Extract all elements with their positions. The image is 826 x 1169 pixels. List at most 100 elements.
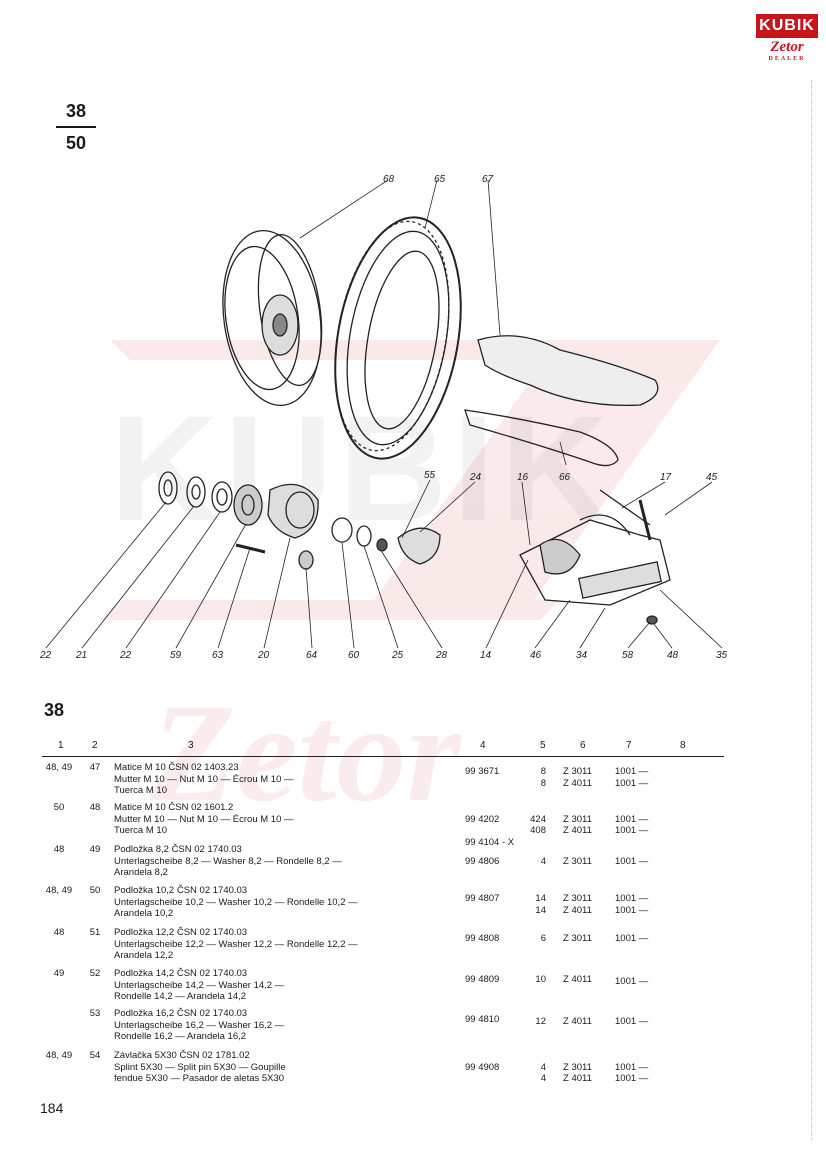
- scan-edge: [804, 80, 812, 1140]
- model-line: Z 4011: [563, 1016, 592, 1027]
- desc-line: Unterlagscheibe 16,2 — Washer 16,2 —: [114, 1019, 285, 1031]
- callout-numbers: 68 65 67 66 55 24 16 17 45 22 21 22 59 6…: [39, 174, 728, 661]
- position-number: 54: [89, 1050, 101, 1061]
- desc-line: Matice M 10 ČSN 02 1403.23: [114, 762, 239, 773]
- qty-line: 10: [535, 974, 546, 985]
- callout: 22: [39, 650, 52, 661]
- position-number: 47: [89, 762, 101, 773]
- logo-kubik: KUBIK: [756, 14, 818, 38]
- desc-line: Arandela 10,2: [114, 908, 174, 919]
- model-line: Z 3011: [563, 855, 592, 867]
- callout: 48: [667, 650, 679, 661]
- code-line: 1001 —: [615, 1073, 649, 1084]
- model: Z 4011: [563, 1016, 607, 1028]
- desc-line: fendue 5X30 — Pasador de aletas 5X30: [114, 1073, 285, 1084]
- part-description: Podložka 12,2 ČSN 02 1740.03 Unterlagsch…: [114, 927, 460, 962]
- model: Z 4011: [563, 974, 607, 986]
- desc-line: Podložka 14,2 ČSN 02 1740.03: [114, 968, 248, 979]
- quantity: 12: [522, 1016, 546, 1028]
- desc-line: Mutter M 10 — Nut M 10 — Écrou M 10 —: [114, 773, 294, 785]
- desc-line: Unterlagscheibe 14,2 — Washer 14,2 —: [114, 979, 285, 991]
- code: 1001 —: [615, 933, 665, 945]
- callout: 14: [480, 650, 492, 661]
- part-description: Podložka 16,2 ČSN 02 1740.03 Unterlagsch…: [114, 1008, 460, 1043]
- part-number: 99 4808: [465, 933, 537, 945]
- code-line: 1001 —: [615, 855, 649, 867]
- model-line: Z 3011: [563, 893, 592, 904]
- desc-line: Matice M 10 ČSN 02 1601.2: [114, 802, 234, 813]
- code: 1001 — 1001 —: [615, 893, 665, 916]
- desc-line: Tuerca M 10: [114, 785, 167, 796]
- position-number: 51: [89, 927, 101, 938]
- part-number: 99 3671: [465, 766, 537, 778]
- callout: 28: [435, 650, 448, 661]
- position-number: 49: [89, 844, 101, 855]
- part-description: Matice M 10 ČSN 02 1403.23 Mutter M 10 —…: [114, 762, 460, 797]
- desc-line: Rondelle 14,2 — Arandela 14,2: [114, 991, 247, 1002]
- model-line: [563, 1050, 607, 1062]
- callout: 24: [469, 472, 482, 483]
- callout: 46: [530, 650, 542, 661]
- callout: 16: [517, 472, 529, 483]
- model-line: Z 4011: [563, 904, 592, 916]
- code-line: 1001 —: [615, 893, 649, 904]
- desc-line: Mutter M 10 — Nut M 10 — Écrou M 10 —: [114, 813, 294, 825]
- code-line: 1001 —: [615, 1016, 649, 1027]
- model: Z 3011 Z 4011: [563, 766, 607, 789]
- callout: 66: [559, 472, 571, 483]
- model-line: Z 3011: [563, 933, 592, 944]
- ref-figure: 48: [53, 927, 65, 938]
- part-number-line: 99 3671: [465, 766, 500, 777]
- model-line: Z 4011: [563, 974, 592, 985]
- desc-line: Arandela 8,2: [114, 867, 168, 878]
- quantity: 4: [522, 844, 546, 867]
- tyre-drawing: [334, 216, 462, 460]
- part-number-line: 99 4808: [465, 933, 500, 944]
- code: 1001 — 1001 —: [615, 802, 665, 837]
- callout: 35: [716, 650, 728, 661]
- fraction-numerator: 38: [65, 101, 87, 121]
- desc-line: Podložka 12,2 ČSN 02 1740.03: [114, 927, 248, 938]
- ref-figure: 48, 49: [45, 1050, 73, 1061]
- quantity: 6: [522, 933, 546, 945]
- callout: 59: [170, 650, 182, 661]
- model-line: Z 3011: [563, 1061, 592, 1073]
- qty-line: 424: [530, 813, 546, 825]
- model: Z 3011 Z 4011: [563, 1050, 607, 1085]
- part-number-line: 99 4810: [465, 1014, 500, 1025]
- quantity: 424 408: [522, 802, 546, 837]
- ref-figure: 50: [53, 802, 65, 813]
- header-rule: [42, 756, 724, 757]
- ref-figure: 48, 49: [45, 762, 73, 773]
- wheel-rim-drawing: [222, 229, 323, 407]
- callout: 58: [622, 650, 634, 661]
- qty-line: [522, 1050, 546, 1062]
- part-number: 99 4807: [465, 893, 537, 905]
- desc-line: Podložka 16,2 ČSN 02 1740.03: [114, 1008, 248, 1019]
- fraction-denominator: 50: [65, 133, 87, 153]
- model-line: Z 3011: [563, 813, 592, 825]
- callout: 64: [306, 650, 318, 661]
- part-description: Podložka 8,2 ČSN 02 1740.03 Unterlagsche…: [114, 844, 460, 879]
- desc-line: Podložka 8,2 ČSN 02 1740.03: [114, 844, 242, 855]
- qty-line: 4: [540, 1061, 546, 1073]
- code-line: 1001 —: [615, 813, 649, 825]
- qty-line: 12: [535, 1016, 546, 1027]
- exploded-parts-diagram: 68 65 67 66 55 24 16 17 45 22 21 22 59 6…: [39, 174, 728, 661]
- code-line: 1001 —: [615, 904, 649, 916]
- code: 1001 —: [615, 1016, 665, 1028]
- quantity: 4 4: [522, 1050, 546, 1085]
- desc-line: Arandela 12,2: [114, 950, 174, 961]
- callout: 63: [212, 650, 224, 661]
- desc-line: Unterlagscheibe 8,2 — Washer 8,2 — Ronde…: [114, 855, 342, 867]
- code-line: 1001 —: [615, 777, 649, 789]
- part-number-line: 99 4809: [465, 974, 500, 985]
- part-number-line: 99 4806: [465, 855, 500, 867]
- model-line: [563, 844, 607, 856]
- code-line: 1001 —: [615, 766, 649, 777]
- column-header: 8: [680, 740, 686, 751]
- code-line: 1001 —: [615, 1061, 649, 1073]
- code-line: 1001 —: [615, 976, 649, 987]
- callout: 45: [706, 472, 718, 483]
- qty-line: [522, 802, 546, 814]
